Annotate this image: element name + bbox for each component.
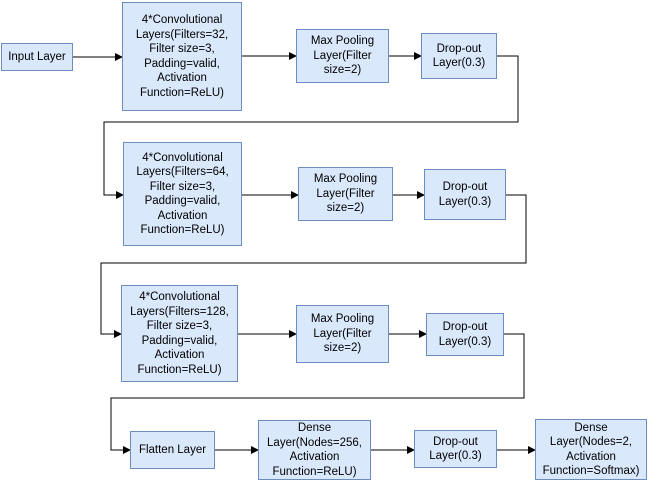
max-pooling-2-node: Max Pooling Layer(Filter size=2) — [298, 167, 393, 221]
dense-256-node: Dense Layer(Nodes=256, Activation Functi… — [258, 420, 371, 480]
dropout-4-node: Drop-out Layer(0.3) — [414, 430, 497, 468]
max-pooling-1-node: Max Pooling Layer(Filter size=2) — [296, 29, 389, 83]
conv-block-2-node: 4*Convolutional Layers(Filters=64, Filte… — [123, 142, 242, 246]
conv-block-3-node: 4*Convolutional Layers(Filters=128, Filt… — [121, 285, 238, 382]
max-pooling-3-node: Max Pooling Layer(Filter size=2) — [296, 305, 389, 363]
conv-block-1-node: 4*Convolutional Layers(Filters=32, Filte… — [122, 2, 242, 111]
edge-drop2-to-conv3 — [100, 194, 527, 338]
edge-drop1-to-conv2 — [103, 55, 519, 199]
dropout-1-node: Drop-out Layer(0.3) — [421, 33, 497, 79]
edge-drop3-to-flatten — [110, 333, 525, 454]
dropout-3-node: Drop-out Layer(0.3) — [426, 313, 504, 356]
dropout-2-node: Drop-out Layer(0.3) — [424, 169, 506, 220]
dense-softmax-node: Dense Layer(Nodes=2, Activation Function… — [535, 419, 647, 480]
input-layer-node: Input Layer — [1, 43, 73, 71]
flatten-layer-node: Flatten Layer — [130, 431, 215, 469]
